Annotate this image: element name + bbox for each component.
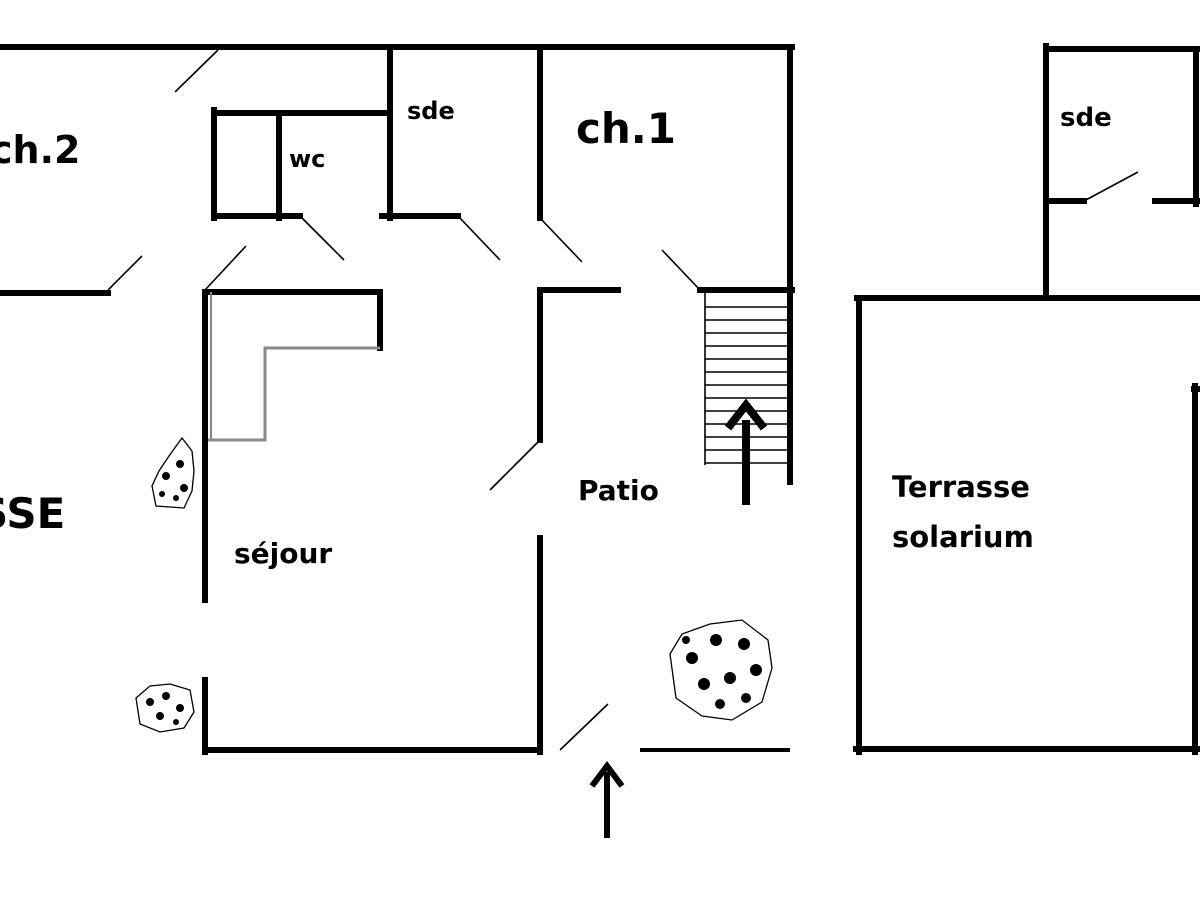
main-house-walls <box>0 44 795 755</box>
door-kitchen <box>204 245 247 291</box>
door-patio-side <box>489 439 541 491</box>
door-ch2-top <box>174 49 219 93</box>
doors <box>107 49 701 751</box>
door-patio-entrance <box>559 703 609 751</box>
door-ch1-left <box>539 217 583 263</box>
room-label-sde: sde <box>407 97 455 125</box>
room-label-sde-annex: sde <box>1060 103 1112 133</box>
door-wc <box>299 215 345 261</box>
door-ch2-bottom <box>107 255 143 291</box>
room-label-wc: wc <box>289 145 325 173</box>
plant-icon <box>151 436 195 509</box>
room-labels: ch.2 wc sde ch.1 SSE séjour Patio sde Te… <box>0 97 1112 570</box>
door-ch1-right <box>661 249 701 291</box>
entrance-arrow-icon <box>589 761 625 838</box>
door-sde <box>457 215 501 261</box>
plant-icon <box>669 619 773 721</box>
room-label-terrasse-left: SSE <box>0 489 65 538</box>
room-label-terrasse-solarium-1: Terrasse <box>892 470 1030 504</box>
kitchen-counter <box>208 292 380 442</box>
room-label-sejour: séjour <box>234 537 332 570</box>
stair-arrow-icon <box>724 398 768 505</box>
room-label-ch2: ch.2 <box>0 128 80 172</box>
door-annex-sde <box>1083 171 1139 202</box>
room-label-terrasse-solarium-2: solarium <box>892 520 1034 554</box>
annex-walls <box>853 43 1200 755</box>
room-label-ch1: ch.1 <box>576 104 676 153</box>
plant-icon <box>135 683 195 733</box>
room-label-patio: Patio <box>578 474 659 507</box>
